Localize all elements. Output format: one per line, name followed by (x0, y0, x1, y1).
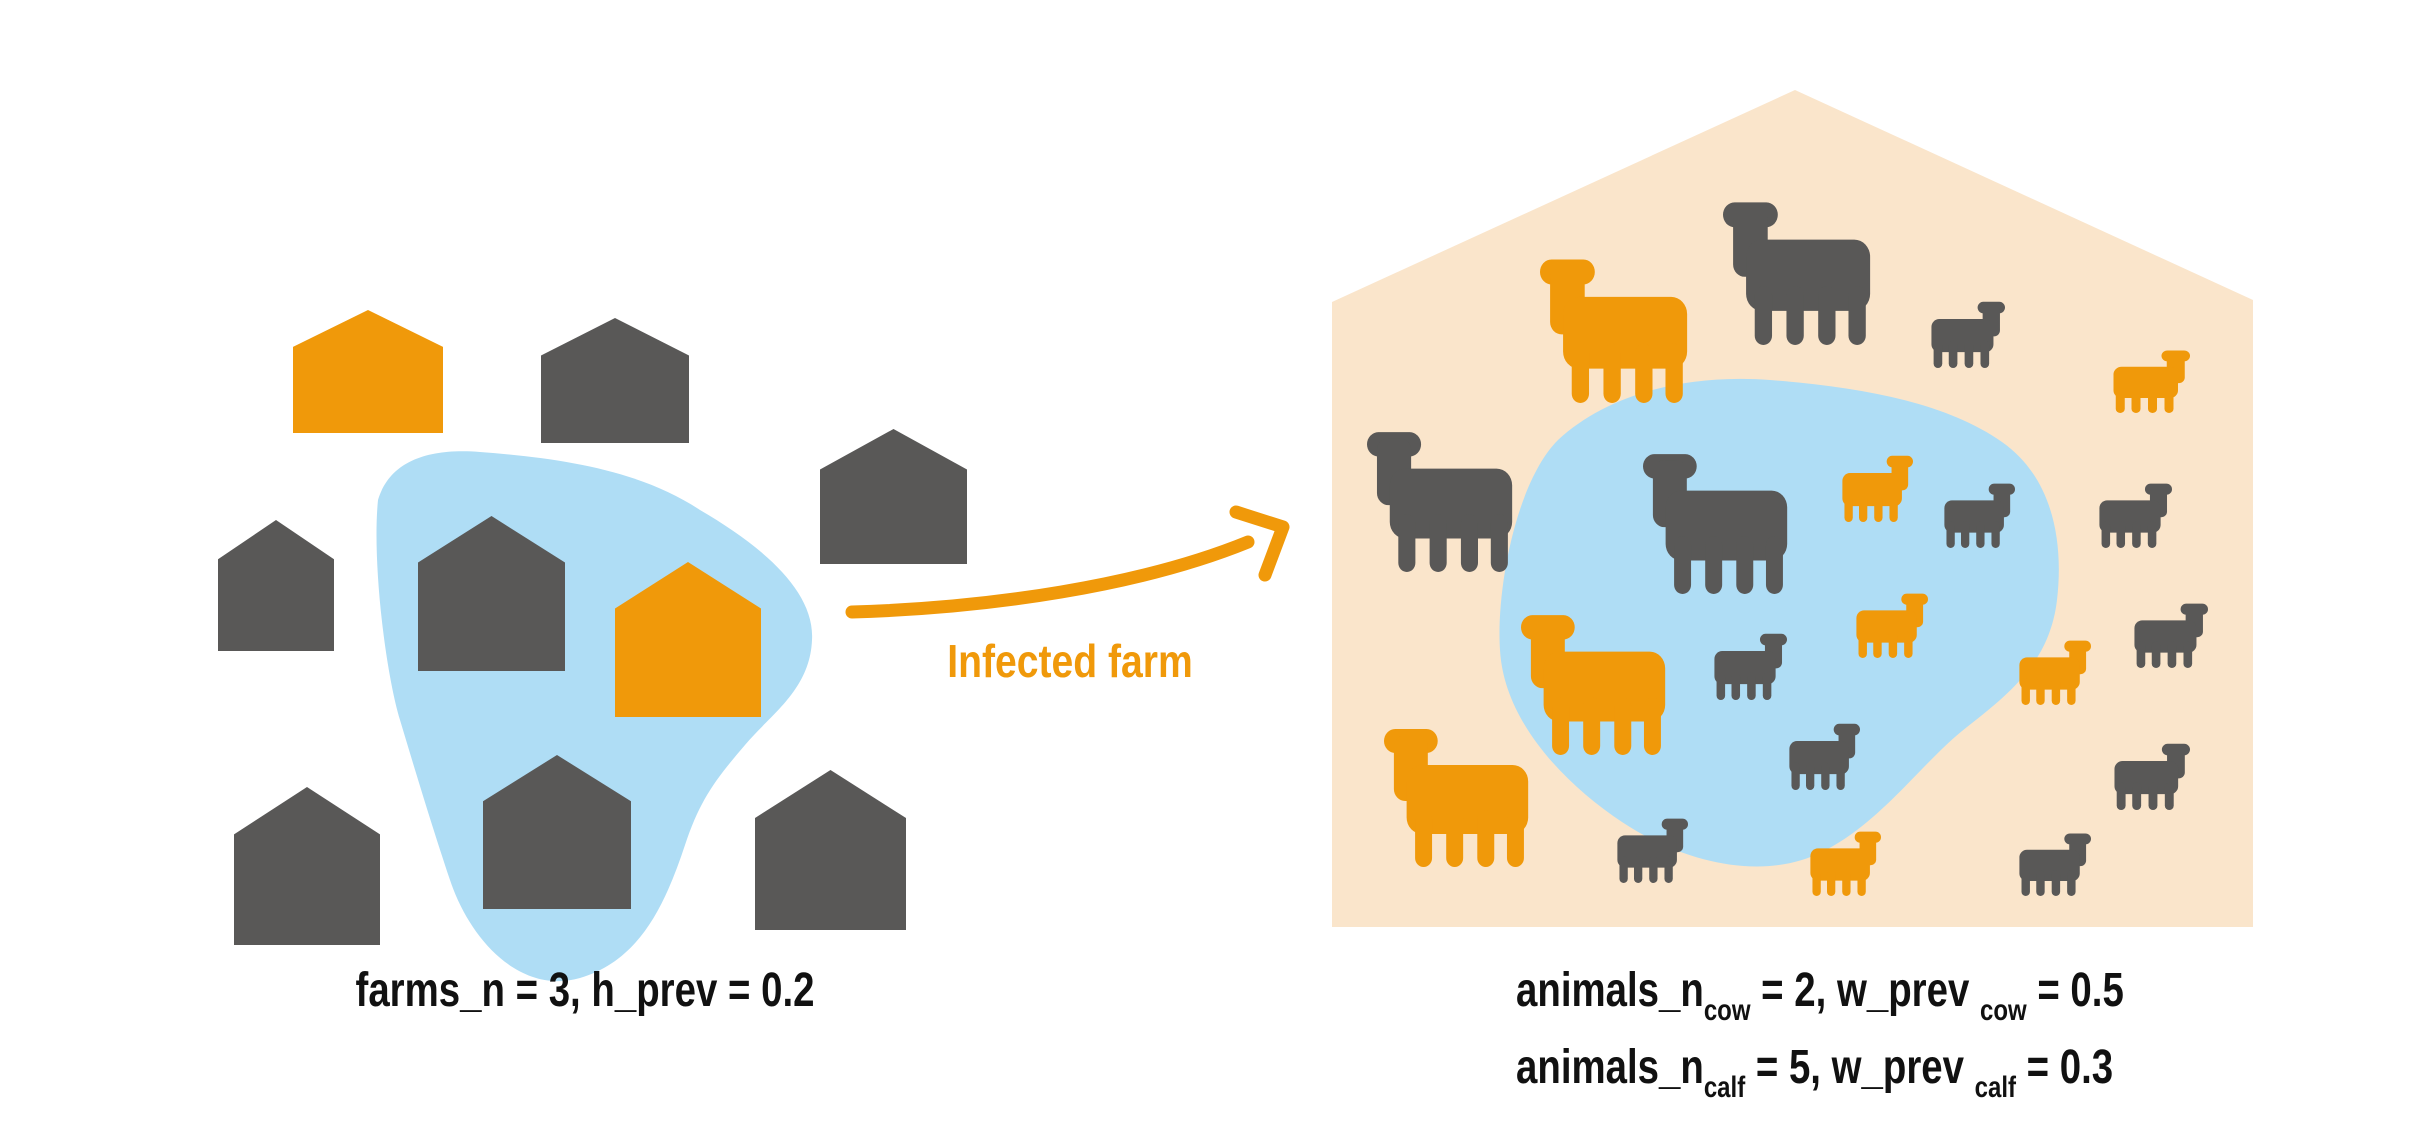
caption-text: = 0.3 (2016, 1041, 2114, 1094)
animals-caption-line1: animals_ncow = 2, w_prev cow = 0.5 (1516, 952, 2124, 1029)
farm-icon (234, 787, 380, 945)
sampled-animals-blob (1499, 378, 2059, 867)
subscript-label: calf (1703, 1071, 1746, 1104)
farm-icon (541, 318, 689, 443)
farms-caption: farms_n = 3, h_prev = 0.2 (355, 964, 815, 1017)
farm-icon-infected (293, 310, 443, 433)
caption-text: = 5, w_prev (1745, 1041, 1975, 1094)
caption-text: = 2, w_prev (1750, 964, 1980, 1017)
animals-caption: animals_ncow = 2, w_prev cow = 0.5 anima… (1516, 952, 2124, 1106)
caption-text: animals_n (1516, 1041, 1704, 1094)
subscript-label: calf (1974, 1071, 2017, 1104)
farm-icon (218, 520, 334, 651)
caption-text: = 0.5 (2026, 964, 2124, 1017)
subscript-label: cow (1703, 994, 1751, 1027)
infection-arrow-icon (845, 505, 1290, 619)
infected-farm-label: Infected farm (947, 635, 1193, 687)
subscript-label: cow (1979, 994, 2027, 1027)
caption-text: animals_n (1516, 964, 1704, 1017)
animals-caption-line2: animals_ncalf = 5, w_prev calf = 0.3 (1516, 1029, 2113, 1106)
sampled-farms-blob (376, 451, 813, 982)
